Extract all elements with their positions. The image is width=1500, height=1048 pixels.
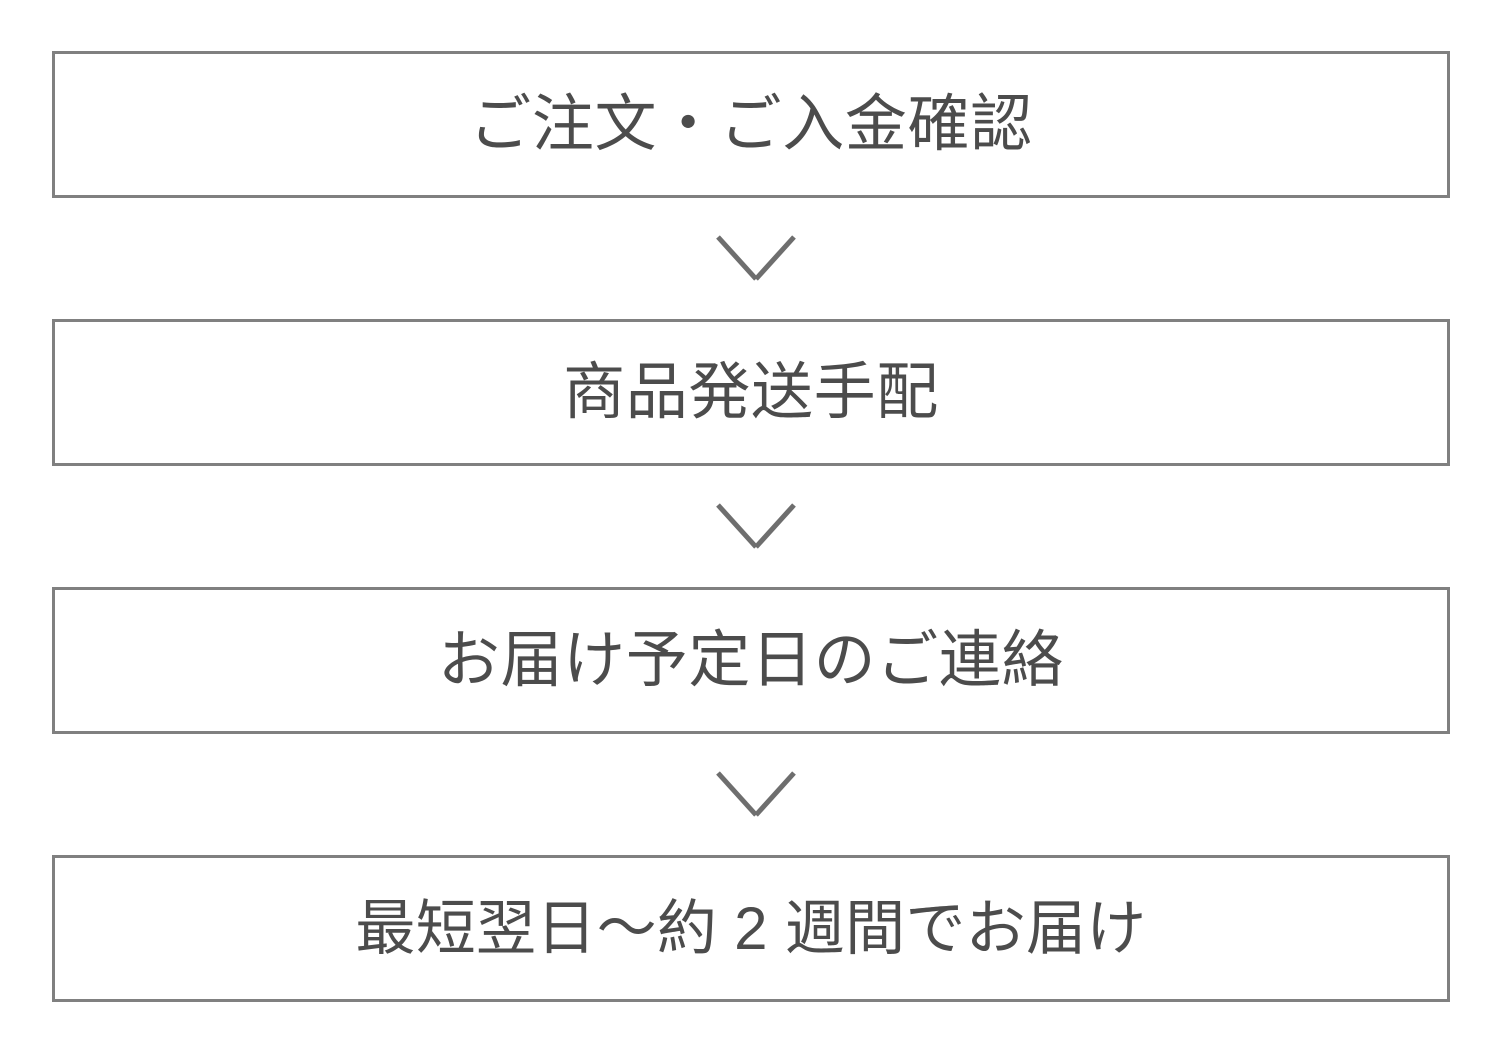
flow-step-1-label: ご注文・ご入金確認 bbox=[469, 89, 1033, 159]
chevron-down-icon bbox=[716, 234, 796, 281]
flow-step-1: ご注文・ご入金確認 bbox=[52, 51, 1450, 198]
flow-step-3-label: お届け予定日のご連絡 bbox=[437, 625, 1065, 695]
flow-connector-1 bbox=[52, 198, 1450, 319]
flow-connector-3 bbox=[52, 734, 1450, 855]
flow-step-2-label: 商品発送手配 bbox=[563, 357, 939, 427]
flow-step-2: 商品発送手配 bbox=[52, 319, 1450, 466]
flow-step-4: 最短翌日〜約 2 週間でお届け bbox=[52, 855, 1450, 1002]
flow-step-3: お届け予定日のご連絡 bbox=[52, 587, 1450, 734]
chevron-down-icon bbox=[716, 502, 796, 549]
flow-connector-2 bbox=[52, 466, 1450, 587]
flow-step-4-label: 最短翌日〜約 2 週間でお届け bbox=[355, 894, 1147, 962]
chevron-down-icon bbox=[716, 770, 796, 817]
flow-step-stack: ご注文・ご入金確認 商品発送手配 お届け予定日のご連絡 bbox=[52, 51, 1450, 1002]
